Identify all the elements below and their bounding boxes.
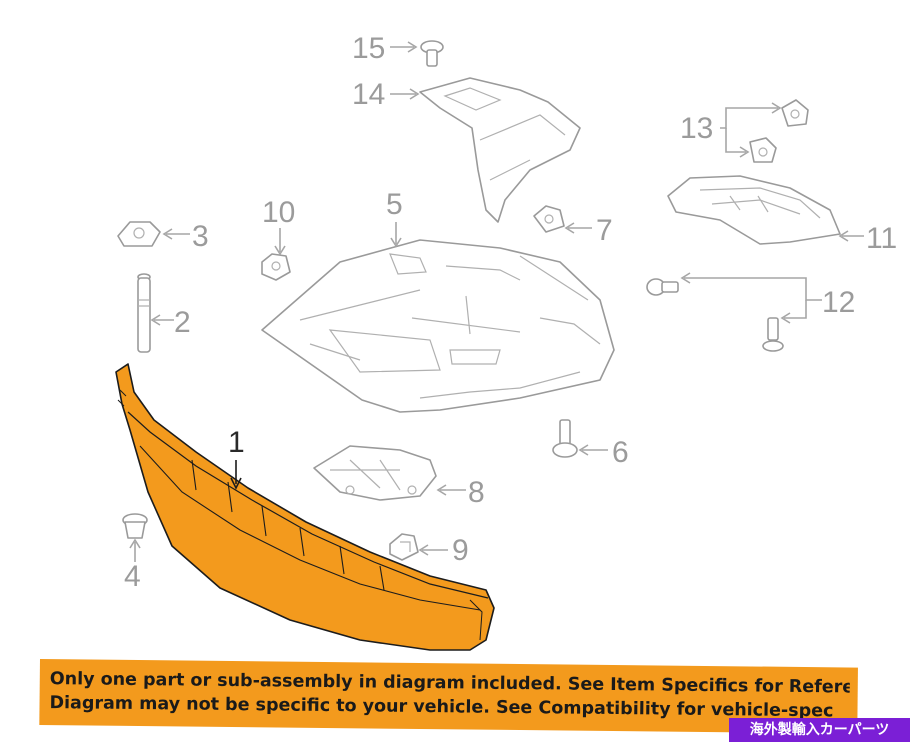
part-12-bolt-upper xyxy=(646,278,679,296)
part-9-clip xyxy=(389,533,419,561)
part-15-push-pin xyxy=(420,40,444,67)
callout-3: 3 xyxy=(192,220,209,253)
part-11-shield xyxy=(667,175,841,245)
callout-10: 10 xyxy=(262,196,295,229)
callout-15: 15 xyxy=(352,32,385,65)
part-8-bracket-plate xyxy=(313,445,437,501)
callout-14: 14 xyxy=(352,78,385,111)
callout-4: 4 xyxy=(124,560,141,593)
part-12-bolt-lower xyxy=(762,317,784,352)
part-4-push-clip xyxy=(122,513,148,539)
callout-6: 6 xyxy=(612,436,629,469)
callout-7: 7 xyxy=(596,214,613,247)
callout-5: 5 xyxy=(386,188,403,221)
callout-13: 13 xyxy=(680,112,713,145)
part-5-under-panel xyxy=(261,239,615,413)
part-14-bracket xyxy=(419,77,581,223)
part-13-nut-upper xyxy=(781,99,809,127)
part-3-nut xyxy=(117,221,161,247)
callout-9: 9 xyxy=(452,534,469,567)
callout-8: 8 xyxy=(468,476,485,509)
import-parts-badge: 海外製輸入カーパーツ xyxy=(729,718,910,742)
part-2-stud xyxy=(137,273,151,353)
callout-1: 1 xyxy=(228,426,245,459)
part-7-nut xyxy=(533,205,565,233)
part-10-clip xyxy=(261,253,291,281)
callout-2: 2 xyxy=(174,306,191,339)
part-1-air-deflector xyxy=(115,363,495,651)
part-13-nut-lower xyxy=(749,137,777,163)
callout-12: 12 xyxy=(822,286,855,319)
part-6-bolt xyxy=(552,419,578,458)
callout-11: 11 xyxy=(866,222,897,255)
